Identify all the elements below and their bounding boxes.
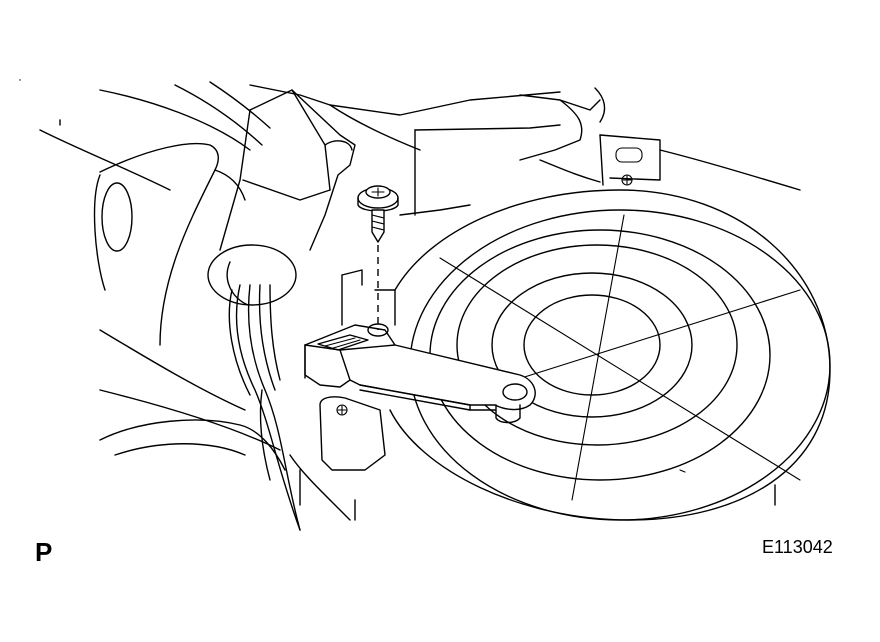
body-panel xyxy=(19,79,801,521)
view-label: P xyxy=(35,537,53,567)
sensor-bracket-icon xyxy=(304,323,536,424)
speaker-icon xyxy=(389,189,831,521)
figure-code: E113042 xyxy=(762,537,833,557)
wire-harness-connector-icon xyxy=(207,89,356,531)
screw-icon xyxy=(357,185,399,243)
